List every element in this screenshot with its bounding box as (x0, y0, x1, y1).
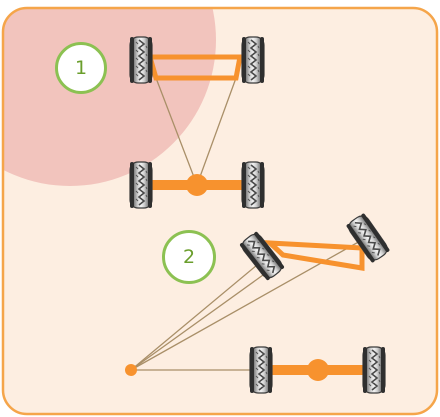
diagram-turning (125, 212, 392, 394)
diagram-straight (129, 36, 265, 209)
tire-icon (129, 36, 153, 84)
panel-border (1, 6, 439, 416)
steering-arm-line-left (155, 77, 198, 186)
tire-icon (241, 36, 265, 84)
step-badge-label: 1 (74, 57, 88, 79)
turning-center-icon (125, 364, 137, 376)
corner-highlight (3, 8, 216, 186)
steering-arm-line-right (196, 77, 237, 186)
turning-line-mid (130, 269, 271, 371)
differential-hub (186, 174, 208, 196)
turning-line-upper (130, 259, 264, 371)
front-steering-linkage-turned (263, 240, 365, 271)
step-badge-1: 1 (55, 42, 107, 94)
step-badge-2: 2 (162, 230, 216, 284)
tire-icon (362, 346, 386, 394)
tire-icon (129, 161, 153, 209)
tire-icon (249, 346, 273, 394)
step-badge-label: 2 (182, 246, 196, 268)
differential-hub (307, 359, 329, 381)
tire-icon (241, 161, 265, 209)
front-steering-linkage (146, 54, 244, 81)
